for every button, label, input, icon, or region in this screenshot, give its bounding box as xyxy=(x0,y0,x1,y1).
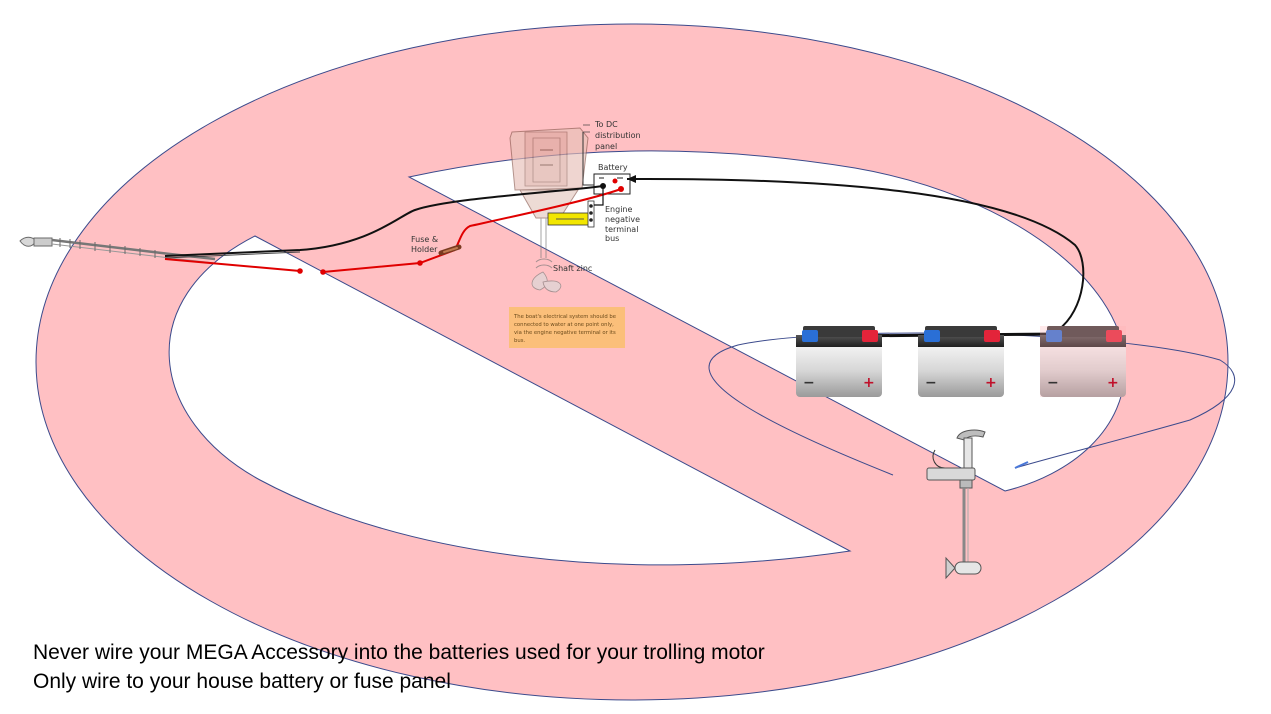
wire-junctions xyxy=(297,178,618,275)
positive-wire-to-fuse xyxy=(164,258,301,272)
label-to-dc-3: panel xyxy=(595,142,617,151)
battery-1: − + xyxy=(796,326,882,397)
label-engine-bus-1: Engine xyxy=(605,205,632,214)
negative-wire-lower xyxy=(164,251,301,259)
battery-3-positive-sign: + xyxy=(1107,375,1119,391)
grounding-note: The boat's electrical system should be c… xyxy=(509,307,625,348)
negative-wire-to-engine xyxy=(164,185,604,257)
label-battery: Battery xyxy=(598,163,628,172)
note-line-3: via the engine negative terminal or its xyxy=(514,330,616,336)
trolling-motor-wire-tip xyxy=(1014,461,1029,469)
label-fuse-2: Holder xyxy=(411,245,438,254)
caption-warning: Never wire your MEGA Accessory into the … xyxy=(33,641,765,664)
battery-2-positive-sign: + xyxy=(985,375,997,391)
battery-3: − + xyxy=(1040,326,1126,397)
label-to-dc-1: To DC xyxy=(594,120,618,129)
wire-to-dc-panel xyxy=(582,132,594,186)
battery-1-negative-sign: − xyxy=(803,375,815,391)
engine-labels: To DC distribution panel Battery Engine … xyxy=(411,120,641,273)
engine-terminal-bus xyxy=(547,200,595,228)
note-line-1: The boat's electrical system should be xyxy=(513,314,616,320)
arrow-head xyxy=(627,175,636,183)
label-fuse-1: Fuse & xyxy=(411,235,438,244)
label-engine-bus-4: bus xyxy=(605,234,619,243)
negative-wire-to-bus xyxy=(594,186,604,206)
positive-wire-to-engine xyxy=(454,188,622,251)
caption-instruction: Only wire to your house battery or fuse … xyxy=(33,670,451,693)
label-to-dc-2: distribution xyxy=(595,131,641,140)
battery-2-negative-sign: − xyxy=(925,375,937,391)
fuse-holder xyxy=(438,244,462,256)
battery-3-negative-sign: − xyxy=(1047,375,1059,391)
trolling-motor xyxy=(926,429,986,580)
label-shaft-zinc: Shaft zinc xyxy=(553,264,592,273)
label-engine-bus-2: negative xyxy=(605,215,640,224)
prohibition-sign xyxy=(35,23,1229,701)
battery-1-positive-sign: + xyxy=(863,375,875,391)
negative-wire-to-trolling-batteries xyxy=(626,177,1085,331)
label-engine-bus-3: terminal xyxy=(605,225,638,234)
note-line-2: connected to water at one point only, xyxy=(514,322,614,328)
note-line-4: bus. xyxy=(514,338,525,344)
battery-2: − + xyxy=(918,326,1004,397)
